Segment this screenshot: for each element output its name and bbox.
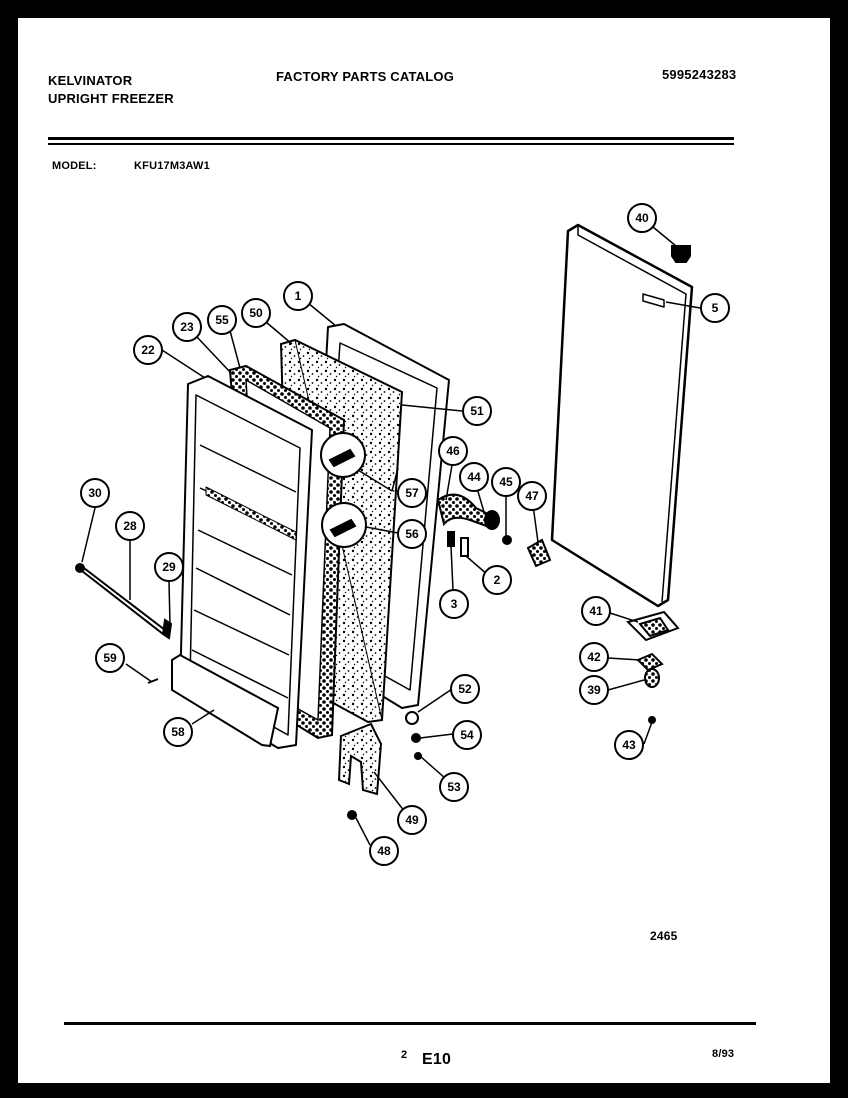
hardware-parts [147, 493, 552, 820]
brand-name: KELVINATOR [48, 73, 133, 88]
svg-text:29: 29 [162, 560, 176, 574]
svg-text:53: 53 [447, 780, 461, 794]
outer-cabinet-door [550, 223, 694, 608]
svg-text:22: 22 [141, 343, 155, 357]
callout-29: 29 [154, 552, 184, 582]
svg-text:41: 41 [589, 604, 603, 618]
door-bottom-trim [171, 653, 280, 748]
callout-56: 56 [397, 519, 427, 549]
callout-53: 53 [439, 772, 469, 802]
callout-50: 50 [241, 298, 271, 328]
callout-5: 5 [700, 293, 730, 323]
callout-51: 51 [462, 396, 492, 426]
product-name: UPRIGHT FREEZER [48, 91, 174, 106]
svg-text:2: 2 [494, 573, 501, 587]
callout-30: 30 [80, 478, 110, 508]
callout-58: 58 [163, 717, 193, 747]
hinge-parts [626, 245, 691, 724]
callout-44: 44 [459, 462, 489, 492]
svg-text:30: 30 [88, 486, 102, 500]
callout-41: 41 [581, 596, 611, 626]
callout-42: 42 [579, 642, 609, 672]
header-rule-top [48, 137, 734, 140]
svg-text:57: 57 [405, 486, 419, 500]
svg-text:56: 56 [405, 527, 419, 541]
section-code: E10 [422, 1051, 452, 1068]
svg-text:49: 49 [405, 813, 419, 827]
svg-text:51: 51 [470, 404, 484, 418]
svg-text:40: 40 [635, 211, 649, 225]
callout-28: 28 [115, 511, 145, 541]
callout-22: 22 [133, 335, 163, 365]
svg-text:45: 45 [499, 475, 513, 489]
catalog-number: 5995243283 [662, 67, 737, 82]
callout-52: 52 [450, 674, 480, 704]
svg-text:3: 3 [451, 597, 458, 611]
callout-49: 49 [397, 805, 427, 835]
catalog-title: FACTORY PARTS CATALOG [276, 69, 455, 84]
header-rule-bottom [48, 143, 734, 145]
callout-23: 23 [172, 312, 202, 342]
svg-text:58: 58 [171, 725, 185, 739]
handle-detail-circles [320, 432, 367, 548]
model-value: KFU17M3AW1 [134, 160, 210, 172]
svg-text:47: 47 [525, 489, 539, 503]
footer-rule [64, 1022, 756, 1025]
svg-text:1: 1 [295, 289, 302, 303]
shelf-rail [75, 563, 173, 640]
callout-45: 45 [491, 467, 521, 497]
callout-46: 46 [438, 436, 468, 466]
footer-date: 8/93 [712, 1048, 735, 1060]
svg-text:55: 55 [215, 313, 229, 327]
svg-text:23: 23 [180, 320, 194, 334]
callout-39: 39 [579, 675, 609, 705]
svg-text:46: 46 [446, 444, 460, 458]
svg-text:59: 59 [103, 651, 117, 665]
svg-text:42: 42 [587, 650, 601, 664]
callout-3: 3 [439, 589, 469, 619]
svg-text:43: 43 [622, 738, 636, 752]
svg-text:5: 5 [712, 301, 719, 315]
callout-2: 2 [482, 565, 512, 595]
svg-text:39: 39 [587, 683, 601, 697]
callout-48: 48 [369, 836, 399, 866]
page-number: 2 [401, 1049, 408, 1061]
callout-43: 43 [614, 730, 644, 760]
drawing-number: 2465 [650, 929, 678, 943]
svg-text:44: 44 [467, 470, 481, 484]
svg-text:54: 54 [460, 728, 474, 742]
inner-door-liner [179, 375, 313, 749]
callout-54: 54 [452, 720, 482, 750]
model-label: MODEL: [52, 160, 97, 172]
callout-57: 57 [397, 478, 427, 508]
svg-text:28: 28 [123, 519, 137, 533]
svg-text:52: 52 [458, 682, 472, 696]
callout-55: 55 [207, 305, 237, 335]
leader-lines [81, 226, 701, 846]
svg-text:50: 50 [249, 306, 263, 320]
callout-47: 47 [517, 481, 547, 511]
callout-59: 59 [95, 643, 125, 673]
callout-40: 40 [627, 203, 657, 233]
svg-text:48: 48 [377, 844, 391, 858]
callout-1: 1 [283, 281, 313, 311]
